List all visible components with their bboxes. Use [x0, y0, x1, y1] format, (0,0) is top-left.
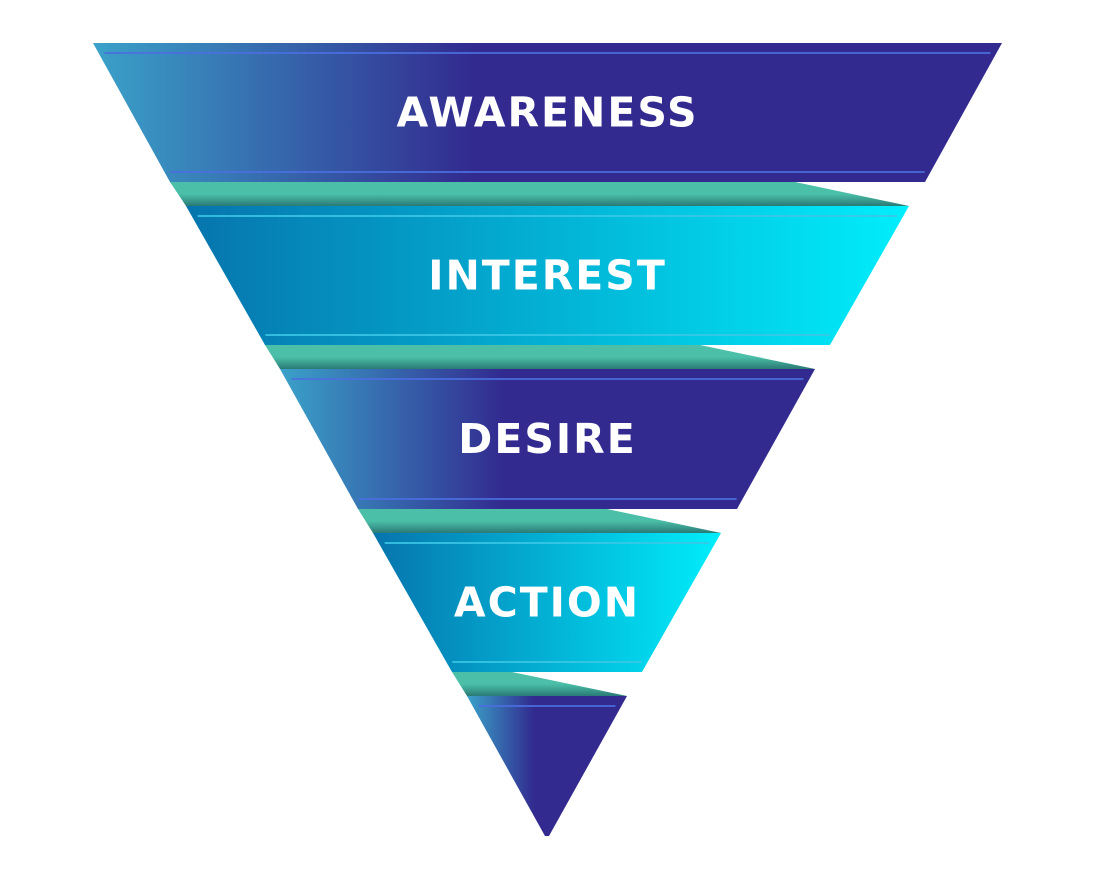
- funnel-connector: [170, 182, 909, 206]
- funnel-band: [186, 206, 909, 345]
- funnel-stage-action: ACTION: [373, 533, 721, 672]
- funnel-band: [93, 43, 1002, 182]
- funnel-stage-desire: DESIRE: [280, 369, 815, 509]
- funnel-connector: [452, 672, 627, 696]
- funnel-stage-tip: [467, 696, 627, 836]
- funnel-band: [373, 533, 721, 672]
- funnel-band: [467, 696, 627, 836]
- funnel-band: [280, 369, 815, 509]
- funnel-stage-label: ACTION: [454, 579, 640, 627]
- funnel-connector: [265, 345, 815, 369]
- funnel-stage-label: AWARENESS: [396, 89, 698, 137]
- funnel-stage-label: INTEREST: [428, 252, 667, 300]
- funnel-stage-awareness: AWARENESS: [93, 43, 1002, 182]
- funnel-stage-label: DESIRE: [458, 415, 636, 463]
- funnel-stage-interest: INTEREST: [186, 206, 909, 345]
- funnel-connector: [358, 509, 721, 533]
- connectors-layer: [170, 182, 909, 696]
- stages-layer: AWARENESS INTEREST DESIRE ACTION: [93, 43, 1002, 836]
